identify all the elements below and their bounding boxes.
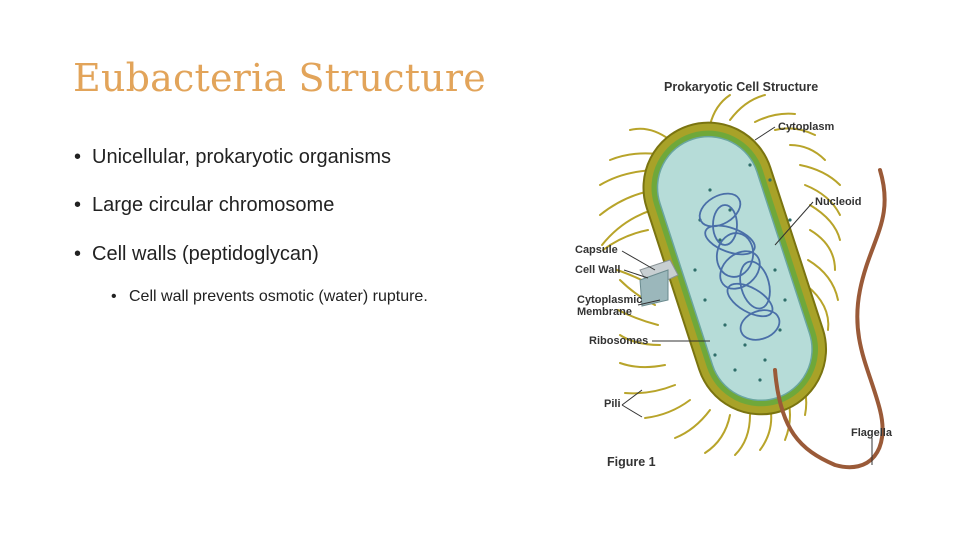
bullet-item: • Cell walls (peptidoglycan) [74,243,319,266]
label-cytoplasmic-membrane: Cytoplasmic [577,294,643,306]
figure-caption: Figure 1 [607,455,656,469]
label-nucleoid: Nucleoid [815,196,862,208]
flagellum [773,168,887,470]
leader-lines [621,126,873,465]
label-ribosomes: Ribosomes [589,335,649,347]
membrane-cutaway [639,269,669,307]
cell-body [642,121,828,416]
slide-title: Eubacteria Structure [73,56,486,100]
ribosome-dots [693,163,792,382]
bullet-dot: • [74,146,82,168]
nucleoid-dna [698,192,781,341]
label-pili: Pili [604,398,621,410]
bullet-dot: • [111,288,117,305]
label-capsule: Capsule [575,244,618,256]
bullet-dot: • [74,194,82,216]
figure-title: Prokaryotic Cell Structure [664,80,819,94]
label-cytoplasmic-membrane-line2: Membrane [577,306,633,318]
bacterium-illustration [599,94,887,470]
label-cytoplasm: Cytoplasm [778,121,835,133]
bullet-dot: • [74,243,82,265]
bullet-item: • Large circular chromosome [74,194,334,217]
label-flagella: Flagella [851,427,892,439]
sub-bullet-item: • Cell wall prevents osmotic (water) rupt… [111,288,428,306]
bullet-text: Cell walls (peptidoglycan) [92,243,319,265]
bullet-item: • Unicellular, prokaryotic organisms [74,146,391,169]
bullet-text: Unicellular, prokaryotic organisms [92,146,392,168]
cytoplasm-region [656,135,813,402]
sub-bullet-text: Cell wall prevents osmotic (water) ruptu… [129,288,428,305]
bullet-text: Large circular chromosome [92,194,335,216]
label-cell-wall: Cell Wall [575,264,621,276]
prokaryotic-cell-figure: Prokaryotic Cell Structure Cytoplasm Nuc… [560,70,900,490]
